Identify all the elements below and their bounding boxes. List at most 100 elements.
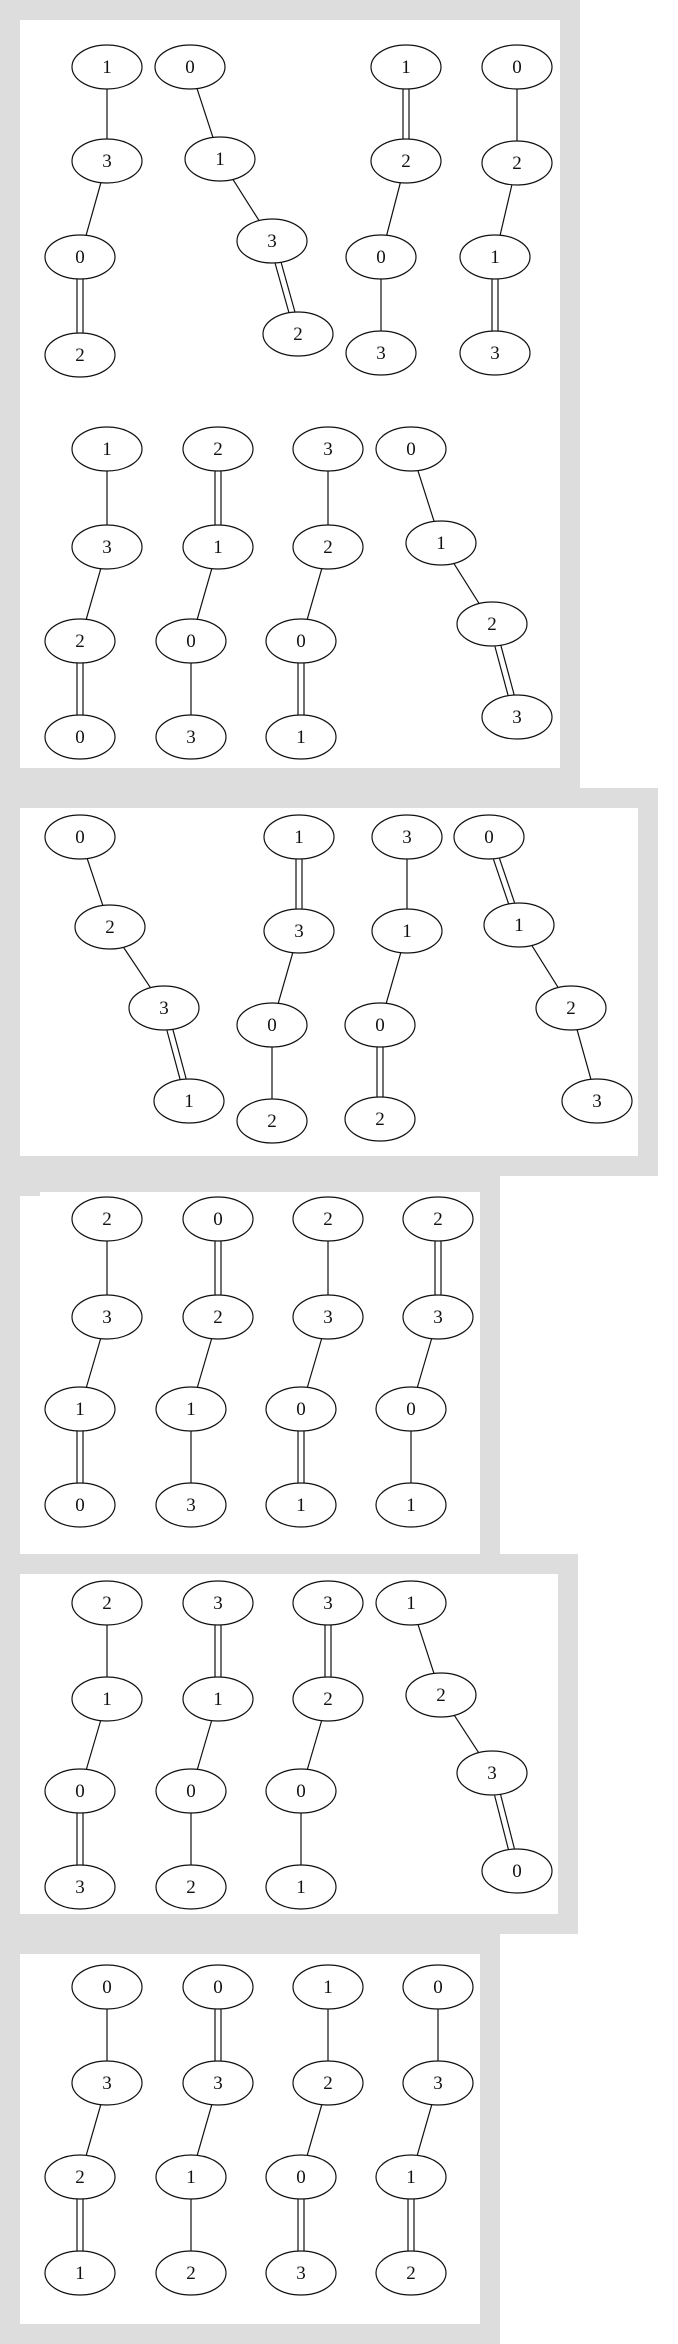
graph-node: 0 xyxy=(375,1386,447,1432)
node-label: 1 xyxy=(296,727,306,748)
graph-node: 2 xyxy=(44,618,116,664)
graph-node: 0 xyxy=(236,1002,308,1048)
node-ellipse xyxy=(265,1864,337,1910)
node-label: 1 xyxy=(215,149,225,170)
node-ellipse xyxy=(263,814,335,860)
node-label: 3 xyxy=(433,2073,443,2094)
single-bond-edge xyxy=(385,952,402,1004)
node-label: 0 xyxy=(213,1209,223,1230)
graph-node: 1 xyxy=(184,136,256,182)
frame-strip xyxy=(560,20,580,788)
node-label: 3 xyxy=(102,2073,112,2094)
graph-node: 2 xyxy=(44,2154,116,2200)
frame-strip xyxy=(638,808,658,1176)
graph-node: 2 xyxy=(370,138,442,184)
node-ellipse xyxy=(44,1482,116,1528)
node-label: 1 xyxy=(75,2263,85,2284)
graph-node: 3 xyxy=(71,524,143,570)
graph-node: 2 xyxy=(71,1196,143,1242)
graph-node: 1 xyxy=(483,902,555,948)
node-label: 1 xyxy=(296,1877,306,1898)
graph-node: 0 xyxy=(182,1964,254,2010)
node-ellipse xyxy=(370,138,442,184)
node-label: 1 xyxy=(186,2167,196,2188)
node-ellipse xyxy=(292,1294,364,1340)
node-label: 1 xyxy=(436,533,446,554)
frame-strip xyxy=(0,788,658,808)
node-ellipse xyxy=(71,1580,143,1626)
graph-node: 1 xyxy=(155,1386,227,1432)
node-ellipse xyxy=(154,44,226,90)
node-ellipse xyxy=(44,234,116,280)
graph-node: 2 xyxy=(292,2060,364,2106)
node-label: 3 xyxy=(323,1593,333,1614)
single-bond-edge xyxy=(277,952,294,1004)
node-ellipse xyxy=(155,2154,227,2200)
node-ellipse xyxy=(71,1676,143,1722)
node-ellipse xyxy=(265,618,337,664)
node-label: 2 xyxy=(75,631,85,652)
node-label: 0 xyxy=(376,247,386,268)
node-ellipse xyxy=(345,330,417,376)
node-ellipse xyxy=(71,524,143,570)
graph-node: 2 xyxy=(262,311,334,357)
node-ellipse xyxy=(292,1196,364,1242)
graph-node: 0 xyxy=(44,1768,116,1814)
node-label: 2 xyxy=(105,917,115,938)
node-label: 0 xyxy=(267,1015,277,1036)
panel-background xyxy=(40,1192,480,1534)
single-bond-edge xyxy=(306,1338,323,1388)
node-ellipse xyxy=(182,1196,254,1242)
graph-node: 0 xyxy=(265,1768,337,1814)
node-ellipse xyxy=(155,618,227,664)
graph-node: 2 xyxy=(155,1864,227,1910)
node-ellipse xyxy=(263,908,335,954)
node-label: 3 xyxy=(102,151,112,172)
node-ellipse xyxy=(535,985,607,1031)
node-label: 3 xyxy=(490,343,500,364)
node-label: 3 xyxy=(186,1495,196,1516)
graph-node: 0 xyxy=(345,234,417,280)
graph-node: 1 xyxy=(375,1580,447,1626)
single-bond-edge xyxy=(306,2104,323,2156)
graph-node: 0 xyxy=(265,1386,337,1432)
graph-node: 1 xyxy=(155,2154,227,2200)
node-label: 2 xyxy=(186,2263,196,2284)
node-ellipse xyxy=(265,2250,337,2296)
frame-strip xyxy=(0,1176,500,1196)
double-bond-edge xyxy=(280,261,296,312)
graph-node: 3 xyxy=(456,1750,528,1796)
graph-node: 3 xyxy=(371,814,443,860)
node-ellipse xyxy=(481,694,553,740)
graph-node: 1 xyxy=(459,234,531,280)
double-bond-edge xyxy=(274,263,290,314)
panel-background xyxy=(40,808,638,1156)
graph-node: 1 xyxy=(292,1964,364,2010)
node-ellipse xyxy=(71,2060,143,2106)
node-ellipse xyxy=(265,2154,337,2200)
double-bond-edge xyxy=(499,1793,515,1849)
node-ellipse xyxy=(292,1964,364,2010)
node-label: 1 xyxy=(406,2167,416,2188)
node-label: 0 xyxy=(512,57,522,78)
graph-node: 2 xyxy=(481,140,553,186)
single-bond-edge xyxy=(85,1338,102,1388)
node-ellipse xyxy=(155,1482,227,1528)
node-ellipse xyxy=(262,311,334,357)
node-label: 3 xyxy=(294,921,304,942)
graph-node: 2 xyxy=(74,904,146,950)
node-ellipse xyxy=(155,714,227,760)
node-ellipse xyxy=(405,520,477,566)
node-label: 3 xyxy=(159,998,169,1019)
graph-node: 0 xyxy=(265,618,337,664)
node-ellipse xyxy=(155,1386,227,1432)
node-ellipse xyxy=(375,1482,447,1528)
graph-node: 1 xyxy=(265,1864,337,1910)
